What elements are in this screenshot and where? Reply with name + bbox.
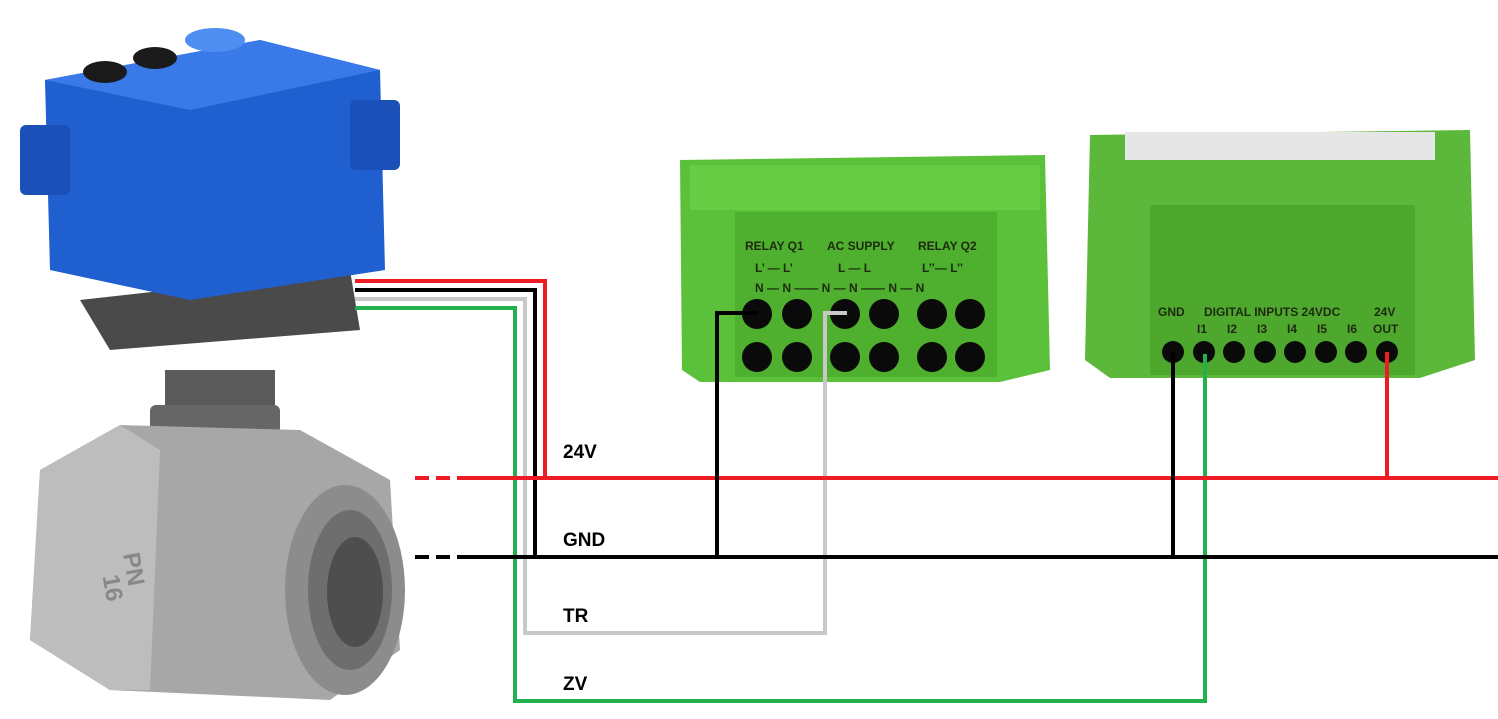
valve-marking-16: 16 <box>97 572 128 603</box>
out-24v-label: 24V <box>1374 305 1395 319</box>
input-i3: I3 <box>1257 322 1267 336</box>
valve-marking-pn: PN <box>117 550 149 588</box>
input-i2: I2 <box>1227 322 1237 336</box>
label-tr: TR <box>563 606 589 627</box>
wire-relay-n-gnd <box>715 311 757 557</box>
out-label: OUT <box>1373 322 1399 336</box>
wire-gnd-valve <box>355 288 537 557</box>
label-zv: ZV <box>563 674 588 695</box>
relay-q1-l: L’ — L’ <box>755 261 793 275</box>
input-i4: I4 <box>1287 322 1297 336</box>
gnd-terminal-label: GND <box>1158 305 1185 319</box>
input-i1: I1 <box>1197 322 1207 336</box>
wires <box>355 279 1498 703</box>
input-i5: I5 <box>1317 322 1327 336</box>
motorized-ball-valve: PN 16 <box>20 28 405 700</box>
label-24v: 24V <box>563 442 597 463</box>
ac-supply-label: AC SUPPLY <box>827 239 895 253</box>
relay-q2-label: RELAY Q2 <box>918 239 977 253</box>
input-module: GND DIGITAL INPUTS 24VDC 24V I1 I2 I3 I4… <box>1085 130 1475 378</box>
digital-inputs-label: DIGITAL INPUTS 24VDC <box>1204 305 1341 319</box>
input-i6: I6 <box>1347 322 1357 336</box>
ac-supply-l: L — L <box>838 261 871 275</box>
relay-q2-l: L’’— L’’ <box>922 261 963 275</box>
wire-zv <box>355 306 1207 703</box>
relay-q1-label: RELAY Q1 <box>745 239 804 253</box>
wire-24v-valve <box>355 279 547 478</box>
neutral-row: N — N —— N — N —— N — N <box>755 281 924 295</box>
label-gnd: GND <box>563 530 605 551</box>
wire-tr <box>355 297 847 635</box>
relay-module: RELAY Q1 AC SUPPLY RELAY Q2 L’ — L’ L — … <box>680 155 1050 382</box>
